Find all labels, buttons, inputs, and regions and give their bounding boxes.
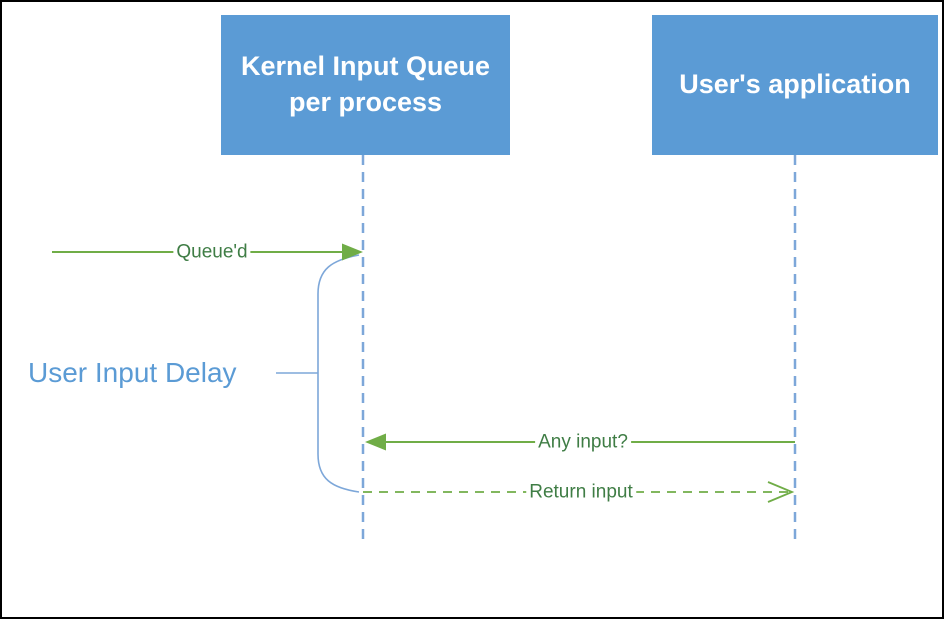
queued-arrowhead <box>342 243 363 261</box>
actor-users-application: User's application <box>652 15 938 155</box>
delay-bracket <box>317 254 360 493</box>
return-input-message-label: Return input <box>526 482 636 504</box>
any-input-arrowhead <box>365 433 386 451</box>
return-input-open-arrowhead <box>767 481 795 503</box>
queued-message-label: Queue'd <box>173 242 251 264</box>
actor-app-label: User's application <box>679 69 911 100</box>
actor-kernel-label-line1: Kernel Input Queue <box>240 51 491 82</box>
actor-kernel-input-queue: Kernel Input Queue per process <box>221 15 510 155</box>
user-input-delay-label: User Input Delay <box>28 357 237 388</box>
any-input-message-label: Any input? <box>535 432 631 454</box>
actor-kernel-label-line2: per process <box>288 87 443 117</box>
